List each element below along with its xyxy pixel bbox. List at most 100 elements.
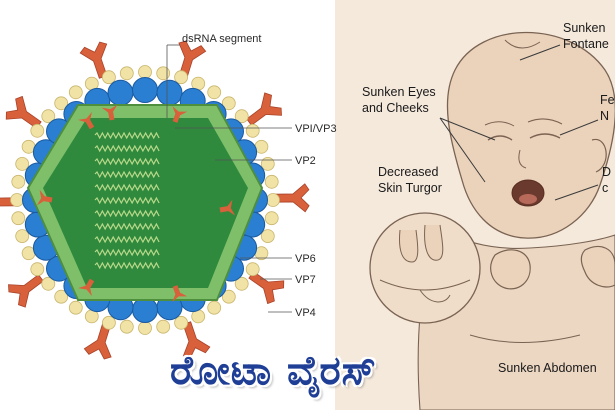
vp7-bead (68, 300, 83, 315)
label-vp1-vp3: VPI/VP3 (295, 123, 337, 135)
vp7-bead (260, 156, 275, 171)
pointer-eyes (439, 117, 496, 141)
vp7-bead (119, 66, 134, 81)
vp7-bead (138, 65, 152, 79)
vp1-vp3-markers (36, 104, 236, 302)
label-sunken-abdomen: Sunken Abdomen (498, 361, 597, 375)
right-eye (529, 133, 561, 139)
vp7-bead (30, 262, 45, 277)
vp4-spike (182, 321, 211, 359)
vp7-bead (174, 70, 189, 85)
pointer-right-top (559, 119, 599, 136)
vp7-bead (245, 262, 260, 277)
pinch-finger-right (424, 224, 444, 261)
label-vp2: VP2 (295, 155, 316, 167)
abdomen-line (469, 334, 581, 343)
vp4-spikes (0, 40, 310, 360)
label-vp4: VP4 (295, 307, 316, 319)
fontanel-mark (504, 39, 541, 49)
vp7-bead (234, 109, 249, 124)
dsrna-row (94, 248, 160, 257)
vp1-vp3-marker (101, 104, 118, 121)
vp7-bead (207, 300, 222, 315)
vp7-bead (41, 109, 56, 124)
label-dsrna: dsRNA segment (182, 33, 261, 45)
vp4-spike (83, 322, 112, 360)
vp1-vp3-marker (78, 111, 95, 130)
nose (518, 149, 527, 169)
vp7-bead (68, 85, 83, 100)
infant-head (446, 32, 615, 239)
dsrna-row (94, 144, 160, 153)
vp7-bead (11, 211, 26, 226)
pinch-finger-left (399, 229, 419, 263)
skin-fold-2 (419, 289, 451, 303)
dsrna-row (94, 196, 160, 205)
rotavirus-diagram: dsRNA segment VPI/VP3 VP2 VP6 VP7 VP4 (0, 33, 337, 360)
dsrna-row (94, 222, 160, 231)
vp1-vp3-marker (36, 189, 53, 206)
vp7-bead (15, 229, 30, 244)
vp1-vp3-marker (172, 106, 188, 123)
vp4-spike (246, 92, 282, 126)
dsrna-row (94, 170, 160, 179)
vp7-bead (260, 229, 275, 244)
vp7-bead (41, 276, 56, 291)
vp4-spike (248, 271, 285, 305)
vp7-bead (54, 289, 69, 304)
left-brow (484, 121, 515, 127)
pointer-fontanel (519, 44, 561, 61)
vp4-spike (0, 187, 16, 217)
vp7-bead (119, 319, 134, 334)
vp7-bead (30, 123, 45, 138)
vp7-bead (264, 174, 279, 189)
label-vp6: VP6 (295, 253, 316, 265)
left-eye (487, 135, 513, 141)
dsrna-row (94, 209, 160, 218)
tongue (519, 194, 537, 204)
left-fist (490, 249, 531, 290)
vp7-bead (174, 315, 189, 330)
vp2-core-interior (43, 118, 248, 288)
right-fist (580, 245, 615, 288)
vp7-bead (15, 156, 30, 171)
dsrna-row (94, 183, 160, 192)
ear (591, 138, 607, 173)
vp6-bead (156, 79, 183, 106)
dsrna-row (94, 157, 160, 166)
right-brow (527, 118, 563, 125)
vp7-bead (102, 315, 116, 330)
vp4-spike (274, 183, 310, 213)
pointer-right-mid (554, 184, 599, 201)
vp1-vp3-marker (78, 278, 95, 297)
vp1-vp3-marker (172, 285, 188, 302)
dsrna-segments (94, 131, 160, 270)
vp6-bead (132, 297, 158, 323)
vp4-spike (8, 274, 44, 308)
dsrna-row (94, 131, 160, 140)
pointer-cheeks (439, 117, 486, 183)
dsrna-row (94, 235, 160, 244)
vp7-bead (156, 66, 171, 81)
skin-fold (379, 279, 471, 291)
vp7-bead (156, 319, 171, 334)
vp7-bead (138, 321, 152, 335)
vp7-bead (102, 70, 116, 85)
vp6-bead (107, 79, 134, 106)
vp7-bead (221, 289, 236, 304)
vp7-bead (221, 96, 236, 111)
vp7-bead (264, 211, 279, 226)
vp7-bead (10, 193, 24, 207)
vp4-spike (5, 95, 42, 129)
vp7-bead (234, 276, 249, 291)
vp1-vp3-marker (219, 199, 236, 216)
vp7-bead (207, 85, 222, 100)
vp4-spike (178, 40, 207, 78)
